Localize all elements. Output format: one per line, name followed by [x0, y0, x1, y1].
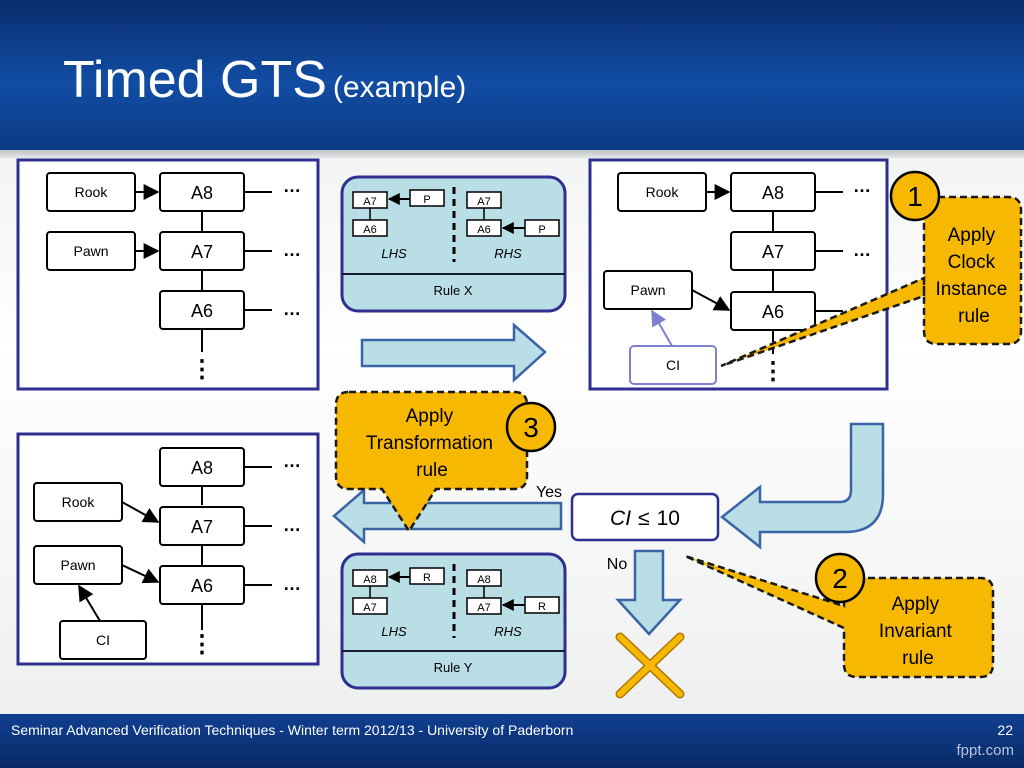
svg-text:Apply Clock In: Apply Clock Instance rule [935, 225, 1012, 327]
slide-header [0, 0, 1024, 150]
node-a7: A7 [159, 506, 245, 546]
node-a6: A6 [730, 291, 816, 331]
svg-text:⋮: ⋮ [190, 631, 214, 658]
svg-text:A8: A8 [191, 458, 213, 478]
svg-text:Rook: Rook [62, 494, 96, 510]
svg-text:1: 1 [907, 181, 923, 212]
svg-text:Rule X: Rule X [433, 283, 472, 298]
svg-text:A7: A7 [477, 196, 490, 208]
svg-text:CI: CI [96, 632, 110, 648]
rule-x: A7 A6 P A7 A6 P LHS RHS Rule X [340, 175, 567, 313]
svg-text:Apply Transformation: Apply Transformation rule [366, 406, 498, 481]
svg-text:Pawn: Pawn [60, 557, 95, 573]
svg-text:…: … [853, 240, 871, 260]
svg-text:RHS: RHS [494, 246, 522, 261]
node-a8: A8 [159, 447, 245, 487]
svg-text:A7: A7 [191, 517, 213, 537]
svg-text:CI≤10: CI≤10 [610, 507, 680, 530]
node-a6: A6 [159, 565, 245, 605]
svg-text:A7: A7 [363, 602, 376, 614]
node-rook: Rook [617, 172, 707, 212]
svg-text:A8: A8 [762, 183, 784, 203]
svg-text:⋮: ⋮ [761, 358, 785, 385]
svg-text:⋮: ⋮ [190, 356, 214, 383]
svg-text:A6: A6 [191, 576, 213, 596]
svg-text:Pawn: Pawn [630, 282, 665, 298]
node-rook: Rook [33, 482, 123, 522]
condition-box: CI≤10 [570, 492, 720, 542]
node-a8: A8 [159, 172, 245, 212]
page-number: 22 [997, 722, 1013, 738]
state-graph-result: A8 A7 A6 Rook Pawn CI [16, 432, 320, 666]
svg-text:A7: A7 [477, 602, 490, 614]
svg-text:…: … [283, 515, 301, 535]
node-a7: A7 [159, 231, 245, 271]
svg-text:Rook: Rook [646, 184, 680, 200]
node-pawn: Pawn [603, 270, 693, 310]
node-a8: A8 [730, 172, 816, 212]
footer-text: Seminar Advanced Verification Techniques… [11, 722, 574, 738]
header-divider [0, 150, 1024, 158]
callout-clock-instance: Apply Clock Instance rule 1 [720, 170, 1023, 368]
callout-invariant: Apply Invariant rule 2 [684, 552, 995, 679]
svg-text:A7: A7 [363, 196, 376, 208]
svg-text:…: … [283, 176, 301, 196]
node-a6: A6 [159, 290, 245, 330]
slide-title: Timed GTS(example) [63, 50, 466, 110]
node-ci: CI [629, 345, 717, 385]
node-pawn: Pawn [33, 545, 123, 585]
svg-text:3: 3 [523, 412, 539, 443]
cross-icon [615, 632, 685, 699]
arrow-uturn [719, 422, 885, 550]
svg-text:P: P [423, 194, 430, 206]
state-graph-clock: Rook A8 A7 A6 Pawn CI [588, 158, 889, 391]
node-a7: A7 [730, 231, 816, 271]
svg-text:A6: A6 [363, 224, 376, 236]
node-ci: CI [59, 620, 147, 660]
brand-logo: fppt.com [956, 742, 1014, 759]
svg-text:Pawn: Pawn [73, 243, 108, 259]
svg-text:R: R [538, 601, 546, 613]
callout-transformation: Apply Transformation rule 3 [334, 390, 557, 534]
svg-text:R: R [423, 572, 431, 584]
slide-footer [0, 714, 1024, 768]
label-no: No [607, 556, 628, 573]
state-graph-initial: Rook Pawn A8 A7 A6 … … [16, 158, 320, 391]
svg-text:Apply Invariant: Apply Invariant rule [879, 594, 957, 669]
node-rook: Rook [46, 172, 136, 212]
svg-text:P: P [538, 224, 545, 236]
svg-text:A6: A6 [762, 302, 784, 322]
svg-text:Rule Y: Rule Y [434, 660, 473, 675]
svg-text:CI: CI [666, 357, 680, 373]
arrow-left-yes [332, 487, 563, 545]
svg-text:…: … [283, 574, 301, 594]
svg-text:Rook: Rook [75, 184, 109, 200]
svg-text:RHS: RHS [494, 624, 522, 639]
state-panel [16, 158, 320, 391]
svg-text:A6: A6 [191, 301, 213, 321]
node-pawn: Pawn [46, 231, 136, 271]
svg-text:A8: A8 [363, 574, 376, 586]
svg-text:A8: A8 [191, 183, 213, 203]
label-yes: Yes [536, 484, 562, 501]
svg-text:LHS: LHS [381, 246, 407, 261]
title-sub: (example) [332, 71, 467, 104]
svg-text:LHS: LHS [381, 624, 407, 639]
svg-text:2: 2 [832, 563, 848, 594]
svg-text:…: … [283, 240, 301, 260]
svg-text:…: … [853, 176, 871, 196]
svg-text:A8: A8 [477, 574, 490, 586]
svg-text:…: … [283, 299, 301, 319]
svg-text:…: … [283, 451, 301, 471]
title-main: Timed GTS [63, 51, 327, 109]
rule-y: A8 A7 R A8 A7 R LHS RHS Rule Y [340, 552, 567, 690]
arrow-right [360, 322, 547, 383]
svg-text:A6: A6 [477, 224, 490, 236]
svg-text:A7: A7 [762, 242, 784, 262]
svg-text:A7: A7 [191, 242, 213, 262]
arrow-down-no [615, 549, 683, 636]
